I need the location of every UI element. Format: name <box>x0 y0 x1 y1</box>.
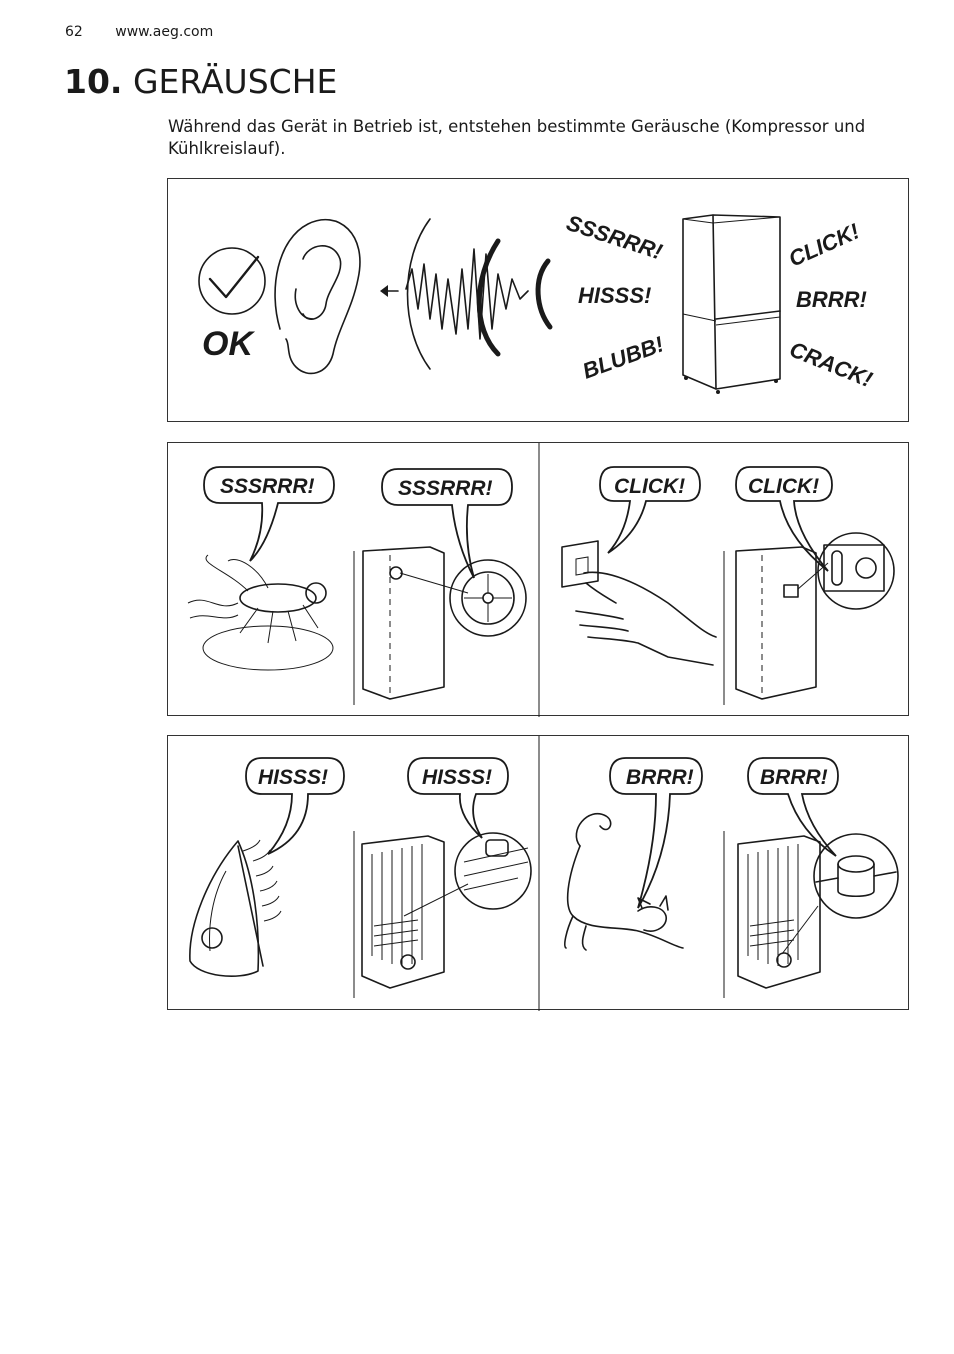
fridge-compressor-icon <box>737 833 899 989</box>
bubble-label: BRRR! <box>626 766 694 789</box>
page-header: 62 www.aeg.com <box>65 24 213 40</box>
sound-hisss: HISSS! <box>578 283 651 308</box>
fridge-fan-icon <box>362 546 527 700</box>
bubble-label: CLICK! <box>614 475 685 498</box>
speech-bubble: BRRR! <box>747 757 839 857</box>
intro-paragraph: Während das Gerät in Betrieb ist, entste… <box>168 117 866 158</box>
speech-bubble: BRRR! <box>609 757 703 909</box>
sound-sssrrr: SSSRRR! <box>563 210 665 264</box>
speech-bubble: HISSS! <box>407 757 509 839</box>
cat-icon <box>564 813 684 951</box>
sound-click: CLICK! <box>785 218 863 271</box>
bubble-label: BRRR! <box>760 766 828 789</box>
sound-examples-panel-1: SSSRRR! SSSRRR! <box>167 442 909 717</box>
sound-wave-icon <box>380 218 553 370</box>
panel-1-illustration: SSSRRR! SSSRRR! <box>187 443 895 717</box>
fridge-icon <box>682 214 781 394</box>
speech-bubble: CLICK! <box>735 466 833 572</box>
steam-iron-icon <box>189 839 282 977</box>
header-url: www.aeg.com <box>115 24 214 40</box>
bubble-label: HISSS! <box>422 766 492 789</box>
bubble-label: SSSRRR! <box>220 475 315 498</box>
sound-blubb: BLUBB! <box>579 331 667 383</box>
overview-illustration: OK SSSRRR! HISSS <box>198 210 876 394</box>
section-number: 10. <box>64 62 123 101</box>
section-title: 10. GERÄUSCHE <box>64 62 337 101</box>
sound-brrr: BRRR! <box>796 287 867 312</box>
light-switch-icon <box>561 540 717 666</box>
overview-panel: OK SSSRRR! HISSS <box>167 178 909 422</box>
checkmark-icon <box>198 247 266 315</box>
panel-2-illustration: HISSS! HISSS! BRRR! <box>189 736 899 1011</box>
sound-crack: CRACK! <box>786 336 876 392</box>
fly-icon <box>187 554 334 671</box>
speech-bubble: SSSRRR! <box>381 468 513 579</box>
page-number: 62 <box>65 24 83 40</box>
ok-label: OK <box>202 325 255 363</box>
section-title-text: GERÄUSCHE <box>132 62 338 101</box>
bubble-label: HISSS! <box>258 766 328 789</box>
fridge-thermostat-icon <box>735 532 895 700</box>
speech-bubble: CLICK! <box>599 466 701 554</box>
bubble-label: SSSRRR! <box>398 477 493 500</box>
bubble-label: CLICK! <box>748 475 819 498</box>
fridge-back-coil-icon <box>361 832 532 989</box>
speech-bubble: HISSS! <box>245 757 345 855</box>
ear-icon <box>274 218 361 375</box>
speech-bubble: SSSRRR! <box>203 466 335 562</box>
sound-examples-panel-2: HISSS! HISSS! BRRR! <box>167 735 909 1011</box>
